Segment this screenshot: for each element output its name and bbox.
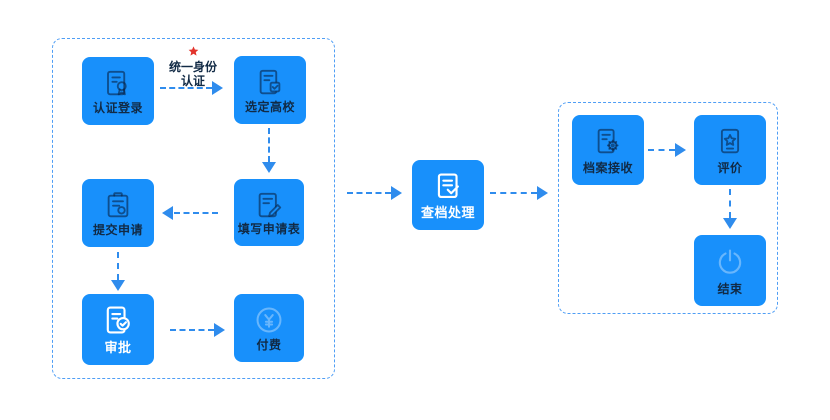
node-label: 填写申请表 bbox=[237, 222, 301, 236]
arrow-evaluation-to-end bbox=[729, 189, 731, 218]
arrowhead-right-icon bbox=[391, 186, 402, 200]
arrowhead-down-icon bbox=[111, 280, 125, 291]
flow-node-archive-receive[interactable]: 档案接收 bbox=[572, 115, 644, 185]
node-label: 档案接收 bbox=[582, 161, 633, 175]
power-icon bbox=[714, 243, 746, 279]
node-label: 提交申请 bbox=[92, 223, 143, 237]
flow-node-submit-application[interactable]: 提交申请 bbox=[82, 179, 154, 247]
right-process-group-frame bbox=[558, 102, 778, 314]
node-label: 查档处理 bbox=[420, 205, 475, 220]
arrowhead-left-icon bbox=[162, 206, 173, 220]
node-label: 结束 bbox=[717, 282, 743, 296]
node-label: 付费 bbox=[256, 338, 282, 352]
document-check-icon bbox=[432, 168, 464, 204]
flow-node-fill-application-form[interactable]: 填写申请表 bbox=[234, 179, 304, 246]
arrowhead-right-icon bbox=[537, 186, 548, 200]
annotation-line2: 认证 bbox=[180, 74, 205, 88]
document-checkbox-icon bbox=[255, 64, 285, 100]
flow-node-evaluation[interactable]: 评价 bbox=[694, 115, 766, 185]
node-label: 选定高校 bbox=[244, 100, 295, 114]
node-label: 审批 bbox=[104, 340, 132, 355]
flow-node-auth-login[interactable]: 认证登录 bbox=[82, 57, 154, 125]
arrow-auth-to-select bbox=[160, 87, 212, 89]
flow-node-approval[interactable]: 审批 bbox=[82, 294, 154, 365]
arrow-receive-to-evaluation bbox=[648, 149, 675, 151]
flow-node-select-university[interactable]: 选定高校 bbox=[234, 56, 306, 124]
red-star-icon bbox=[187, 45, 200, 58]
arrow-fill-to-submit bbox=[174, 212, 218, 214]
left-process-group-frame bbox=[52, 38, 335, 379]
arrow-approval-to-payment bbox=[170, 329, 214, 331]
node-label: 认证登录 bbox=[92, 101, 143, 115]
certificate-seal-icon bbox=[103, 65, 133, 101]
arrowhead-right-icon bbox=[675, 143, 686, 157]
flow-node-payment[interactable]: 付费 bbox=[234, 294, 304, 362]
arrow-select-to-fill bbox=[268, 128, 270, 162]
annotation-line1: 统一身份 bbox=[168, 60, 217, 74]
document-star-icon bbox=[715, 123, 745, 159]
clipboard-seal-icon bbox=[103, 187, 133, 223]
arrow-leftgroup-to-processing bbox=[347, 192, 391, 194]
form-edit-icon bbox=[254, 187, 284, 223]
arrowhead-right-icon bbox=[214, 323, 225, 337]
annotation-unified-identity: 统一身份 认证 bbox=[156, 60, 230, 88]
arrow-submit-to-approval bbox=[117, 252, 119, 280]
coin-yuan-icon bbox=[253, 302, 285, 338]
arrowhead-down-icon bbox=[262, 162, 276, 173]
arrowhead-right-icon bbox=[212, 81, 223, 95]
node-label: 评价 bbox=[717, 161, 743, 175]
document-gear-icon bbox=[593, 123, 623, 159]
arrowhead-down-icon bbox=[723, 218, 737, 229]
document-check-circle-icon bbox=[101, 302, 135, 338]
flow-node-archive-processing[interactable]: 查档处理 bbox=[412, 160, 484, 230]
arrow-processing-to-rightgroup bbox=[490, 192, 537, 194]
flow-node-end[interactable]: 结束 bbox=[694, 235, 766, 306]
